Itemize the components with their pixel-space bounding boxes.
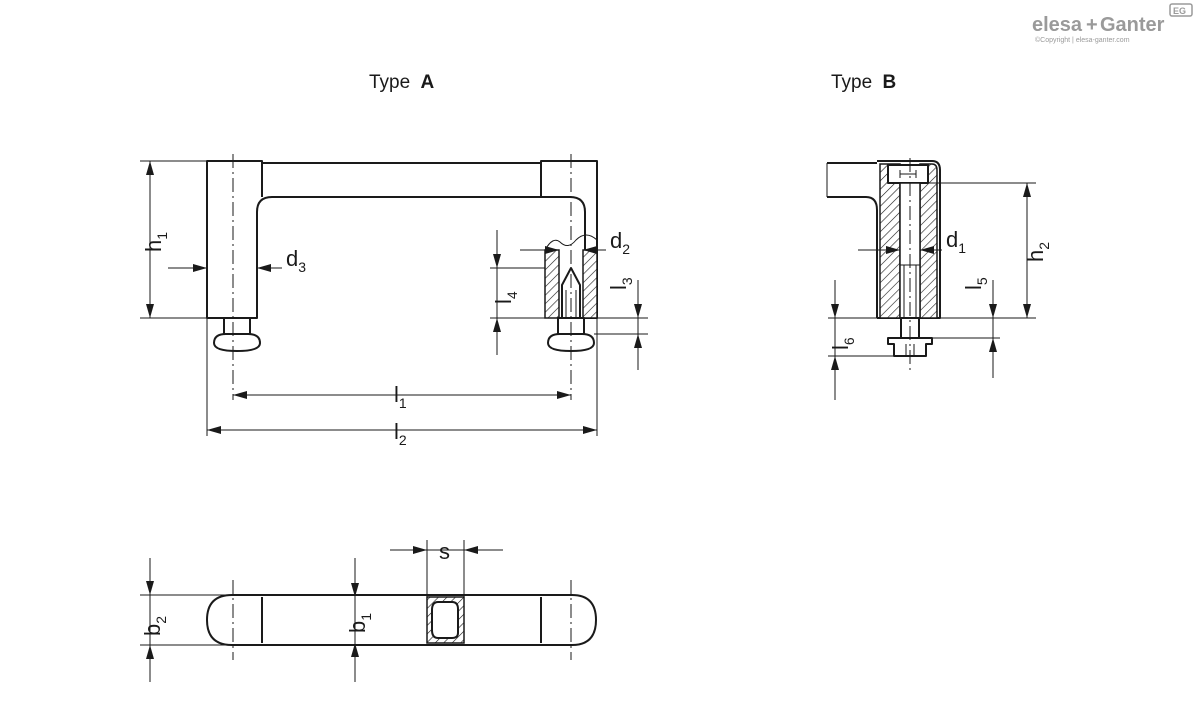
dim-l1-label: l1: [394, 382, 407, 411]
type-b-hatch-right: [919, 163, 938, 319]
logo-copyright: ©Copyright | elesa-ganter.com: [1035, 36, 1130, 44]
type-a-front-view: [206, 154, 598, 400]
dim-b2-label: b2: [140, 616, 169, 636]
break-line: [544, 234, 598, 251]
right-leg-hatch-right: [582, 249, 598, 319]
dim-h2-label: h2: [1023, 242, 1052, 262]
elesa-ganter-logo: elesa + Ganter EG ©Copyright | elesa-gan…: [1032, 3, 1193, 44]
type-b-hatch-left: [879, 163, 901, 319]
right-screw-head: [547, 333, 595, 352]
dim-l4-label: l4: [491, 291, 520, 304]
dim-d1-label: d1: [946, 227, 966, 256]
type-a-label: Type A: [369, 72, 434, 93]
type-a-letter: A: [420, 72, 434, 93]
type-b-flange-nut: [887, 337, 933, 357]
logo-badge: EG: [1173, 6, 1186, 16]
type-b-bar-bend: [865, 196, 878, 318]
type-b-section-view: [826, 158, 941, 370]
logo-plus: +: [1086, 14, 1098, 36]
type-b-letter: B: [882, 72, 896, 93]
type-a-prefix: Type: [369, 72, 410, 93]
type-a-dimension-lines: [140, 160, 648, 436]
right-leg-hatch-left: [544, 249, 560, 319]
bar-hollow-core: [431, 601, 459, 639]
dim-d3-label: d3: [286, 246, 306, 275]
dim-l2-label: l2: [394, 419, 407, 448]
dim-l3-label: l3: [606, 277, 635, 290]
dim-d2-label: d2: [610, 228, 630, 257]
dim-l6-label: l6: [828, 337, 857, 350]
dim-l5-label: l5: [961, 277, 990, 290]
handle-outline: [206, 160, 598, 319]
left-screw-shank: [223, 317, 251, 335]
logo-badge-frame: [1169, 3, 1193, 17]
dim-s-label: s: [439, 539, 450, 564]
dim-h1-label: h1: [141, 232, 170, 252]
type-b-leg-outline: [877, 160, 941, 319]
logo-brand-a: elesa: [1032, 14, 1083, 36]
dim-b1-label: b1: [345, 613, 374, 633]
top-view: [206, 580, 597, 660]
top-view-dimension-lines: [140, 540, 503, 682]
type-b-dimension-lines: [828, 182, 1036, 400]
top-view-outline: [206, 594, 597, 646]
type-b-prefix: Type: [831, 72, 872, 93]
logo-brand-b: Ganter: [1100, 14, 1165, 36]
type-b-label: Type B: [831, 72, 896, 93]
left-screw-head: [213, 333, 261, 352]
